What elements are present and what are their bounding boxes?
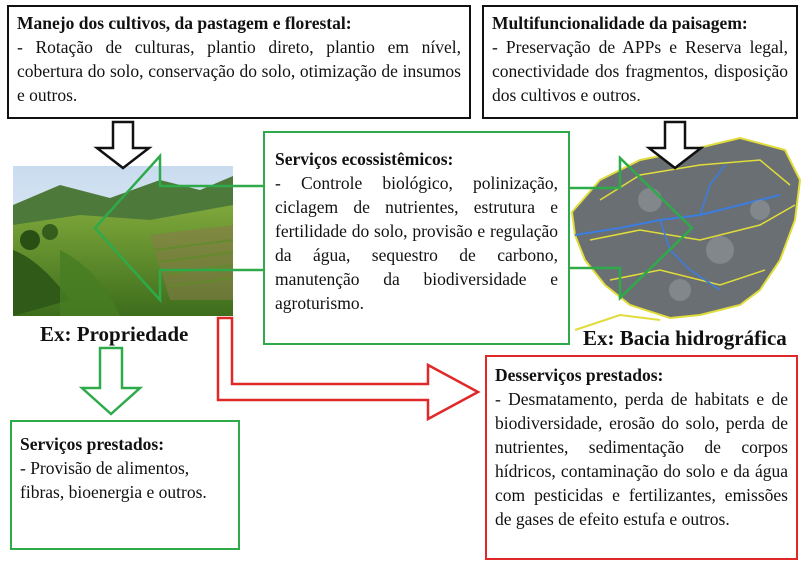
watershed-map [570,136,802,331]
property-photo [13,166,234,316]
arrow-servicos-right [566,155,694,301]
multifuncionalidade-box: Multifuncionalidade da paisagem: - Prese… [482,5,798,119]
desservicos-body: - Desmatamento, perda de habitats e de b… [495,389,788,529]
servicos-prestados-title: Serviços prestados: [20,434,165,454]
desservicos-title: Desserviços prestados: [495,365,664,385]
servicos-prestados-box: Serviços prestados: - Provisão de alimen… [10,420,240,550]
caption-bacia: Ex: Bacia hidrográfica [583,326,787,350]
multifuncionalidade-body: - Preservação de APPs e Reserva legal, c… [492,37,788,105]
arrow-prestados-down [78,346,144,416]
multifuncionalidade-title: Multifuncionalidade da paisagem: [492,13,748,33]
arrow-multi-down [645,120,705,170]
caption-propriedade: Ex: Propriedade [40,322,189,346]
arrow-servicos-left [93,152,267,304]
arrow-manejo-down [93,120,153,170]
servicos-ecossistemicos-body: - Controle biológico, polinização, cicla… [275,173,558,313]
manejo-body: - Rotação de culturas, plantio direto, p… [17,37,461,105]
manejo-box: Manejo dos cultivos, da pastagem e flore… [7,5,471,119]
servicos-ecossistemicos-box: Serviços ecossistêmicos: - Controle biol… [263,131,570,345]
servicos-prestados-body: - Provisão de alimentos, fibras, bioener… [20,458,207,502]
servicos-ecossistemicos-title: Serviços ecossistêmicos: [275,149,454,169]
arrow-desservicos [216,316,481,422]
desservicos-box: Desserviços prestados: - Desmatamento, p… [485,355,798,560]
manejo-title: Manejo dos cultivos, da pastagem e flore… [17,13,352,33]
